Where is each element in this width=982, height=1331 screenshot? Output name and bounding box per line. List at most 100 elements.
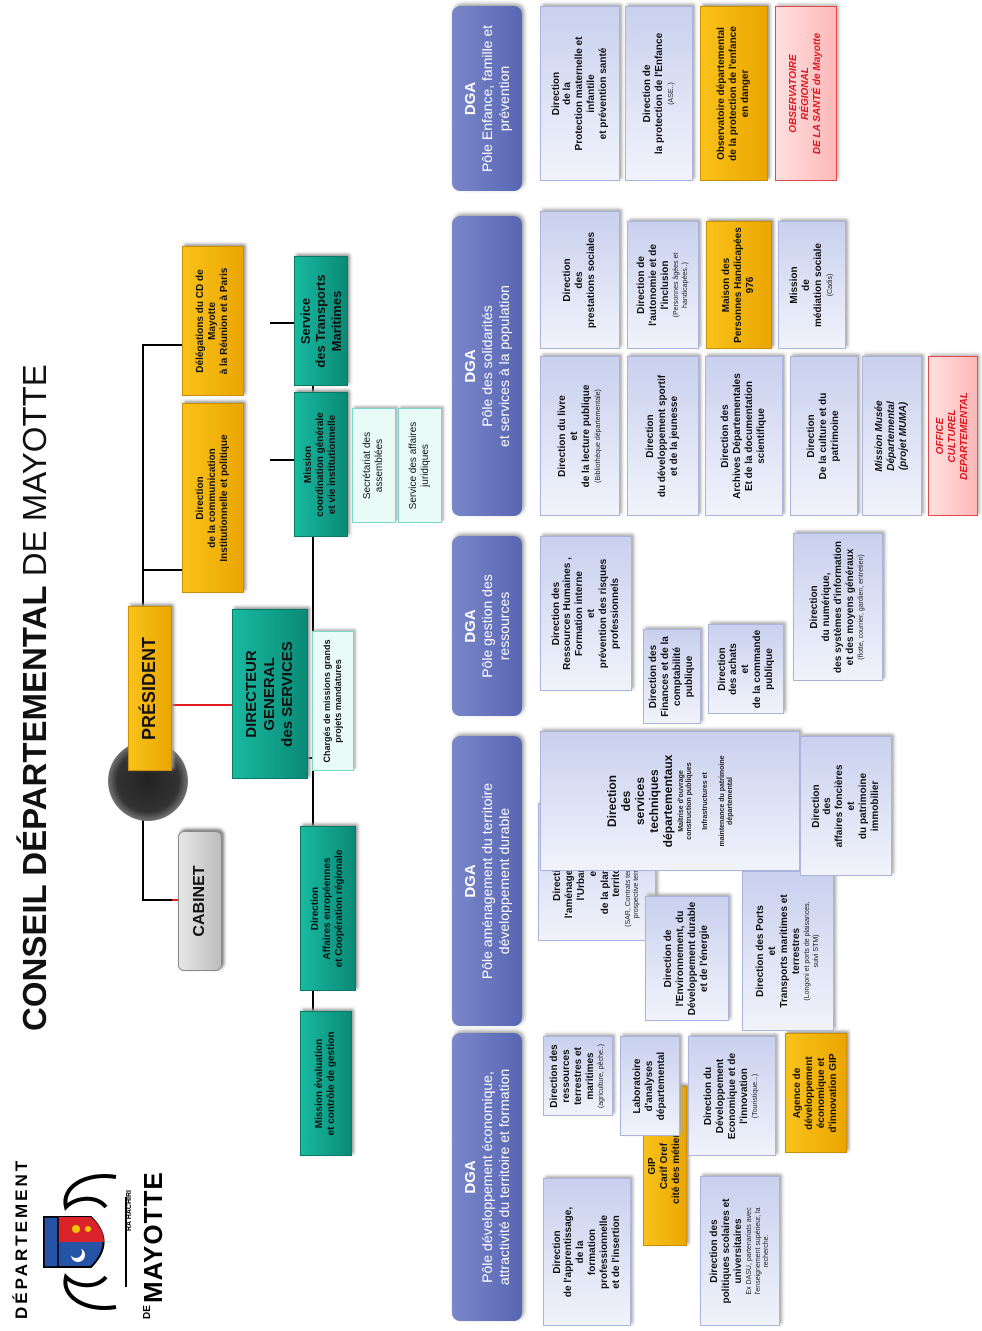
cabinet-box[interactable]: CABINET — [178, 831, 222, 971]
dga-label: DGA — [462, 609, 480, 643]
service-mediation[interactable]: Mission de médiation sociale (Cadis) — [778, 221, 846, 349]
connector-line — [142, 899, 172, 901]
logo-top-text: DÉPARTEMENT — [12, 1157, 31, 1319]
service-title: OFFICE CULTUREL DEPARTEMENTAL — [935, 392, 970, 480]
mission-evaluation-box[interactable]: Mission évaluation et contrôle de gestio… — [300, 1011, 352, 1156]
service-ressources-terrestres[interactable]: Direction des ressources terrestres et m… — [543, 1036, 613, 1116]
service-title: Mission Musée Départemental (projet MUMA… — [874, 400, 909, 472]
affaires-juridiques-label: Service des affaires juridiques — [408, 421, 431, 510]
service-office-culturel[interactable]: OFFICE CULTUREL DEPARTEMENTAL — [928, 356, 978, 516]
service-title: Maison des Personnes Handicapées 976 — [721, 227, 756, 343]
dgs-box[interactable]: DIRECTEUR GENERAL des SERVICES — [232, 609, 308, 779]
service-sub: Ex DASU, partenariats avec l'enseignemen… — [746, 1207, 770, 1295]
logo-bottom-text: MAYOTTE — [138, 1171, 168, 1303]
service-title: Observatoire départemental de la protect… — [716, 26, 751, 161]
service-sub: (Personnes âgées et handicapées..) — [673, 252, 689, 318]
connector-line — [142, 344, 187, 346]
service-sub: (Touristique...) — [752, 1073, 760, 1119]
service-title: Direction des ressources terrestres et m… — [549, 1044, 596, 1108]
title-light: DE MAYOTTE — [16, 364, 53, 586]
affaires-juridiques-box[interactable]: Service des affaires juridiques — [398, 408, 442, 523]
service-sub: (agriculture, pêche..) — [598, 1043, 606, 1109]
service-sub: (ASE..) — [667, 82, 675, 105]
service-autonomie[interactable]: Direction de l'autonomie et de l'inclusi… — [627, 221, 699, 349]
service-title: Agence de développement économique et d'… — [792, 1053, 839, 1133]
affaires-europeennes-label: Direction Affaires européennes et Coopér… — [310, 849, 345, 968]
service-numerique[interactable]: Direction du numérique, des systèmes d'i… — [793, 533, 883, 681]
service-affaires-foncieres[interactable]: Direction des affaires foncières et du p… — [800, 736, 892, 876]
charges-box[interactable]: Chargés de missions grands projets manda… — [312, 631, 354, 771]
communication-box[interactable]: Direction de la communication Institutio… — [182, 403, 244, 593]
service-developpement-economique[interactable]: Direction du Développement Economique et… — [688, 1036, 776, 1156]
service-sub: (Bibliothèque départementale) — [594, 389, 602, 483]
service-title: Direction des prestations sociales — [562, 231, 597, 329]
service-title: Direction des achats et de la commande p… — [716, 629, 775, 709]
dga-pole: Pôle gestion des ressources — [479, 574, 512, 678]
service-prestations[interactable]: Direction des prestations sociales — [540, 211, 620, 349]
service-services-techniques[interactable]: Direction des services techniques départ… — [540, 731, 800, 871]
service-culture[interactable]: Direction De la culture et du patrimoine — [790, 356, 858, 516]
dga-pole: Pôle développement économique, attractiv… — [479, 1068, 512, 1286]
mission-coordination-box[interactable]: Mission coordination générale et vie ins… — [294, 392, 348, 537]
dga-header-solidarites[interactable]: DGA Pôle des solidarités et services à l… — [452, 216, 522, 516]
service-title: Direction des services techniques départ… — [604, 754, 676, 848]
service-agence-developpement[interactable]: Agence de développement économique et d'… — [785, 1033, 847, 1153]
service-ase[interactable]: Direction de la protection de l'Enfance … — [625, 6, 693, 181]
cabinet-label: CABINET — [190, 865, 208, 937]
service-sportif[interactable]: Direction du développement sportif et de… — [627, 356, 699, 516]
service-archives[interactable]: Direction des Archives Départementales E… — [705, 356, 783, 516]
service-environnement[interactable]: Direction de l'Environnement, du Dévelop… — [645, 896, 729, 1021]
service-sub: (Cadis) — [826, 273, 834, 297]
secretariat-box[interactable]: Secrétariat des assemblées — [352, 408, 396, 523]
delegations-box[interactable]: Délégations du CD de Mayotte à la Réunio… — [182, 246, 244, 396]
service-title: Direction du numérique, des systèmes d'i… — [809, 541, 856, 673]
mission-evaluation-label: Mission évaluation et contrôle de gestio… — [314, 1031, 337, 1136]
dga-label: DGA — [462, 349, 480, 383]
dga-header-developpement-economique[interactable]: DGA Pôle développement économique, attra… — [452, 1033, 522, 1321]
dga-header-gestion-ressources[interactable]: DGA Pôle gestion des ressources — [452, 536, 522, 716]
service-mdph[interactable]: Maison des Personnes Handicapées 976 — [706, 221, 772, 349]
service-ports[interactable]: Direction des Ports et Transports mariti… — [742, 871, 834, 1031]
dgs-label: DIRECTEUR GENERAL des SERVICES — [243, 641, 296, 747]
service-muma[interactable]: Mission Musée Départemental (projet MUMA… — [862, 356, 922, 516]
transports-maritimes-label: Service des Transports Maritimes — [298, 274, 344, 368]
dga-header-amenagement[interactable]: DGA Pôle aménagement du territoire dével… — [452, 736, 522, 1026]
mission-coordination-label: Mission coordination générale et vie ins… — [303, 412, 338, 517]
service-apprentissage[interactable]: Direction de l'apprentissage, de la form… — [543, 1178, 631, 1326]
service-achats[interactable]: Direction des achats et de la commande p… — [708, 624, 784, 714]
service-sub: (Longoni et ports de plaisances, suivi S… — [804, 901, 820, 1001]
president-box[interactable]: PRÉSIDENT — [128, 606, 172, 771]
service-title: Direction des Finances et de la comptabi… — [648, 636, 695, 717]
logo-de: DE — [142, 1305, 153, 1319]
service-finances[interactable]: Direction des Finances et de la comptabi… — [643, 629, 701, 724]
affaires-europeennes-box[interactable]: Direction Affaires européennes et Coopér… — [300, 826, 356, 991]
secretariat-label: Secrétariat des assemblées — [362, 431, 385, 500]
service-title: Direction des politiques scolaires et un… — [708, 1198, 744, 1304]
service-sub: (flotte, courrier, gardien, entretien) — [858, 554, 866, 660]
service-title: Direction de la protection de l'Enfance — [642, 32, 665, 155]
service-title: Direction de la Protection maternelle et… — [550, 36, 609, 151]
dga-label: DGA — [462, 1160, 480, 1194]
service-title: Direction de l'autonomie et de l'inclusi… — [636, 244, 671, 326]
logo-motto: RA HACHIRI — [126, 1190, 133, 1231]
service-title: Direction du livre et de la lecture publ… — [557, 384, 592, 488]
page-title: CONSEIL DÉPARTEMENTAL DE MAYOTTE — [16, 31, 54, 1031]
service-title: GIP Carif Oref cité des métiers — [647, 1128, 682, 1204]
president-label: PRÉSIDENT — [139, 636, 160, 741]
service-livre[interactable]: Direction du livre et de la lecture publ… — [540, 356, 620, 516]
service-rh[interactable]: Direction des Ressources Humaines , Form… — [540, 536, 632, 691]
service-title: Direction des Ports et Transports mariti… — [755, 894, 802, 1008]
dga-label: DGA — [462, 864, 480, 898]
service-laboratoire[interactable]: Laboratoire d'analyses départemental — [620, 1036, 680, 1136]
dga-pole: Pôle aménagement du territoire développe… — [479, 782, 512, 980]
service-politiques-scolaires[interactable]: Direction des politiques scolaires et un… — [700, 1176, 780, 1326]
service-observatoire-departemental[interactable]: Observatoire départemental de la protect… — [700, 6, 768, 181]
coat-of-arms-icon — [43, 1174, 127, 1310]
dga-pole: Pôle des solidarités et services à la po… — [479, 285, 512, 447]
dga-header-enfance[interactable]: DGA Pôle Enfance, famille et prévention — [452, 6, 522, 191]
service-title: Direction De la culture et du patrimoine — [806, 392, 841, 480]
transports-maritimes-box[interactable]: Service des Transports Maritimes — [294, 256, 348, 386]
service-pmi[interactable]: Direction de la Protection maternelle et… — [540, 6, 620, 181]
title-bold: CONSEIL DÉPARTEMENTAL — [16, 585, 53, 1031]
service-observatoire-sante[interactable]: OBSERVATOIRE RÉGIONAL DE LA SANTÉ de May… — [775, 6, 837, 181]
